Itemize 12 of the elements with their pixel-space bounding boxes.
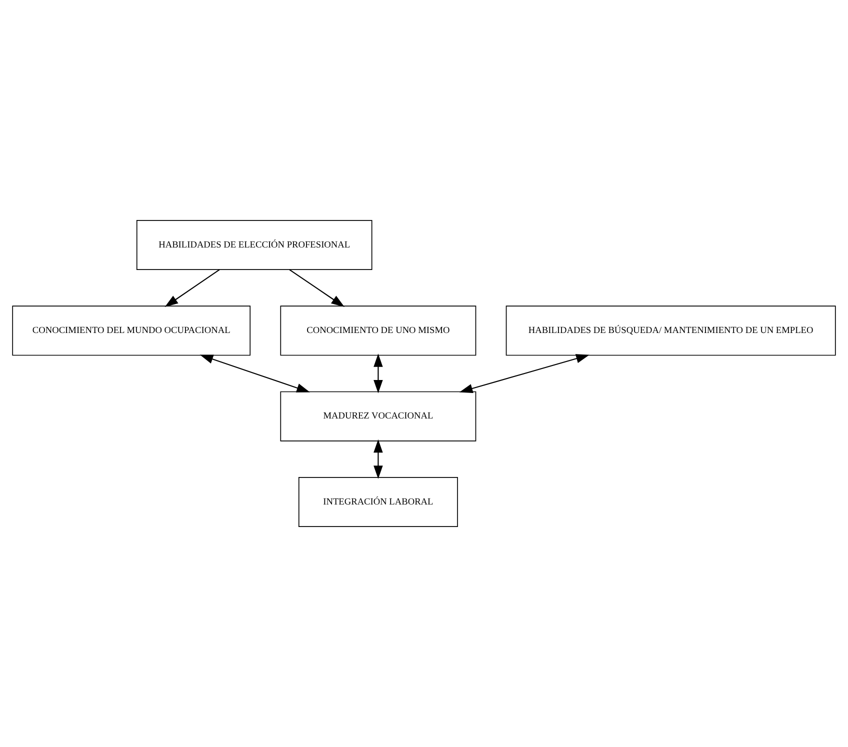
arrow [200, 354, 310, 392]
arrow [374, 439, 383, 479]
node-box: INTEGRACIÓN LABORAL [298, 476, 458, 528]
node-box: MADUREZ VOCACIONAL [280, 391, 476, 442]
node-box: HABILIDADES DE BÚSQUEDA/ MANTENIMIENTO DE UN EMPLEO [506, 306, 836, 356]
arrow [374, 354, 383, 394]
node-box: CONOCIMIENTO DE UNO MISMO [280, 306, 476, 356]
node-box: CONOCIMIENTO DEL MUNDO OCUPACIONAL [12, 306, 251, 356]
arrow [459, 354, 590, 393]
node-box: HABILIDADES DE ELECCIÓN PROFESIONAL [136, 220, 372, 270]
arrow [164, 269, 220, 307]
arrow [289, 269, 345, 307]
